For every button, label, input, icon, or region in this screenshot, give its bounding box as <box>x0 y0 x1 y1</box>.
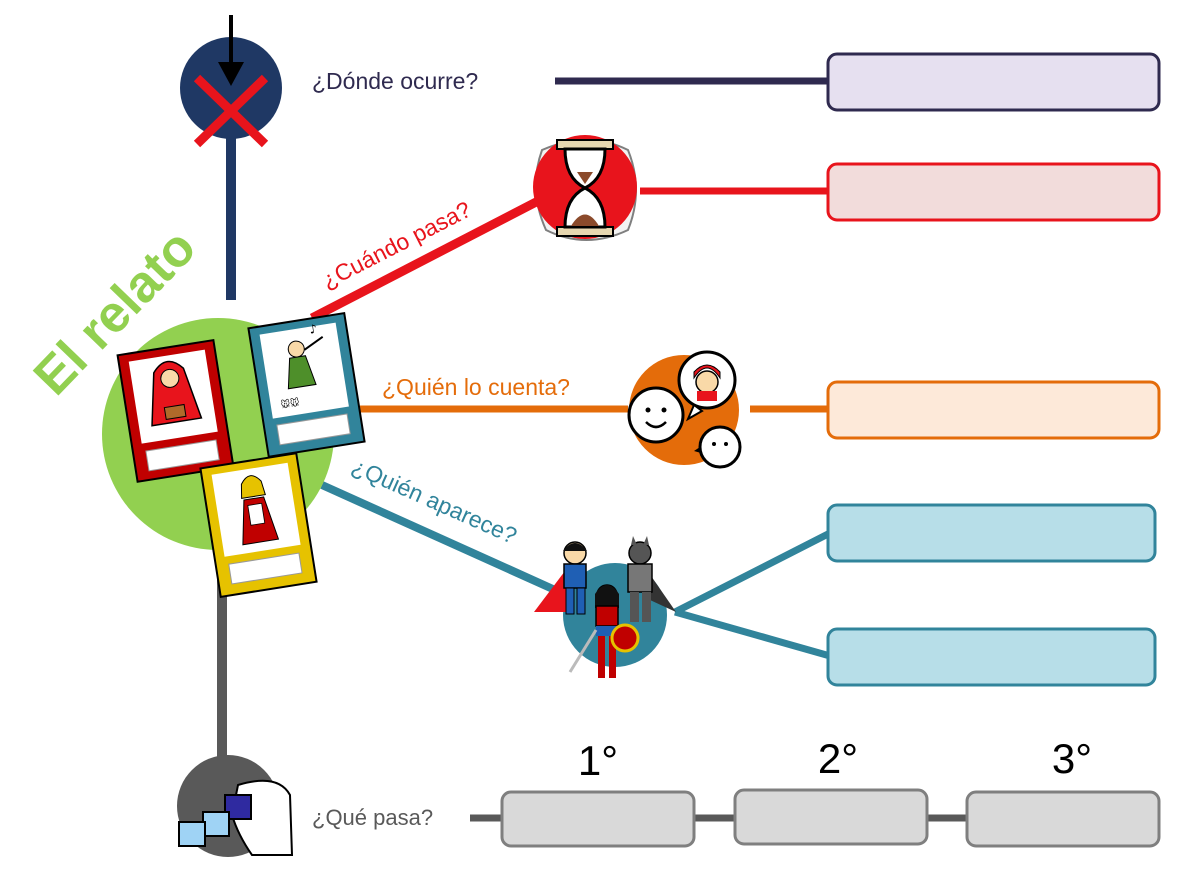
label-quien-cuenta: ¿Quién lo cuenta? <box>382 374 570 400</box>
hand-blocks-icon <box>177 755 294 857</box>
label-donde: ¿Dónde ocurre? <box>312 68 478 94</box>
quien-aparece-answer-box-2[interactable] <box>826 627 1157 687</box>
place-crossed-icon <box>180 15 282 148</box>
svg-text:🐭🐭: 🐭🐭 <box>280 396 300 411</box>
narrator-faces-icon <box>627 350 742 469</box>
que-pasa-answer-box-3[interactable] <box>965 790 1161 848</box>
order-label-3: 3° <box>1052 735 1092 782</box>
hourglass-icon <box>533 135 637 241</box>
que-pasa-answer-box-1[interactable] <box>500 790 696 848</box>
quien-aparece-connector-up <box>673 529 832 616</box>
quien-aparece-connector-left <box>320 481 557 594</box>
quien-aparece-connector-down <box>674 608 831 660</box>
superheroes-icon <box>534 536 676 678</box>
order-label-2: 2° <box>818 735 858 782</box>
cuando-connector-left <box>309 196 543 322</box>
donde-answer-box[interactable] <box>826 52 1161 112</box>
girl-book-icon <box>199 452 318 599</box>
cuando-answer-box[interactable] <box>826 162 1161 222</box>
order-label-1: 1° <box>578 737 618 784</box>
quien-aparece-answer-box-1[interactable] <box>826 503 1157 563</box>
pied-piper-book-icon: ♪ 🐭🐭 <box>247 311 366 458</box>
quien-cuenta-answer-box[interactable] <box>826 380 1161 440</box>
label-que-pasa: ¿Qué pasa? <box>312 805 433 830</box>
que-pasa-answer-box-2[interactable] <box>733 788 929 846</box>
svg-text:♪: ♪ <box>308 322 318 337</box>
red-riding-hood-book-icon <box>116 338 235 483</box>
